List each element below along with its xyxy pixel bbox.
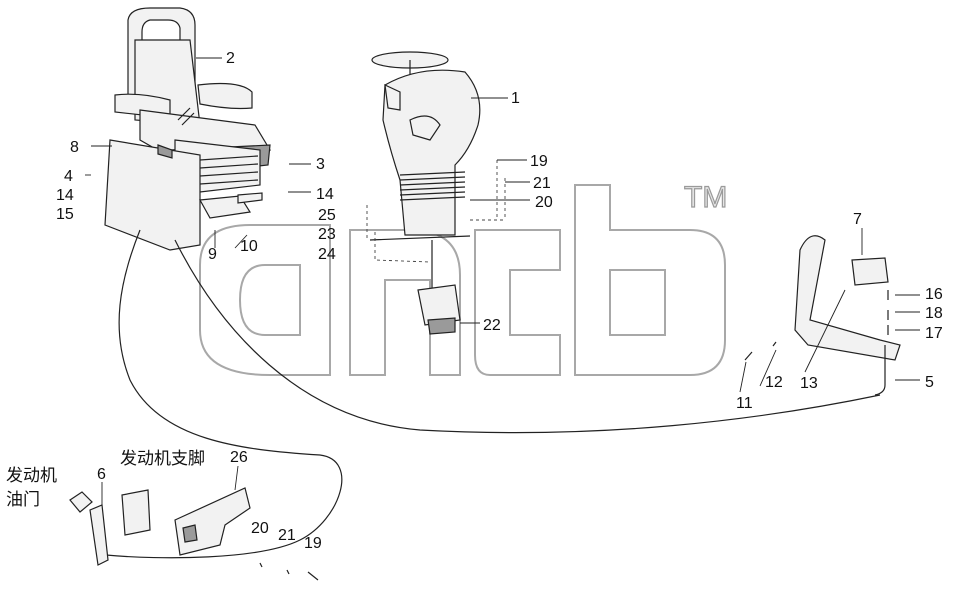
label-throttle: 油门 <box>6 490 40 510</box>
callout-22: 22 <box>483 317 501 334</box>
callout-4: 4 <box>64 168 73 185</box>
callout-3: 3 <box>316 156 325 173</box>
callout-7: 7 <box>853 211 862 228</box>
callout-11: 11 <box>736 395 753 412</box>
callout-14-left: 14 <box>56 187 74 204</box>
callout-5: 5 <box>925 374 934 391</box>
callout-16: 16 <box>925 286 943 303</box>
callout-24: 24 <box>318 246 336 263</box>
throttle-cable-right <box>174 239 881 434</box>
callout-numbers: 2 1 8 3 4 14 15 14 25 23 24 10 9 19 21 2… <box>56 50 943 552</box>
callout-15: 15 <box>56 206 74 223</box>
steering-column <box>366 51 506 335</box>
column-bellows <box>399 171 466 201</box>
callout-26: 26 <box>230 449 248 466</box>
callout-23: 23 <box>318 226 336 243</box>
seat-assembly <box>104 7 271 251</box>
callout-10: 10 <box>240 238 258 255</box>
callout-8: 8 <box>70 139 79 156</box>
label-engine: 发动机 <box>6 466 57 486</box>
leader-lines <box>85 57 920 505</box>
watermark-logo: TM <box>199 180 728 376</box>
callout-13: 13 <box>800 375 818 392</box>
callout-6: 6 <box>97 466 106 483</box>
callout-1: 1 <box>511 90 520 107</box>
callout-21-top: 21 <box>533 175 551 192</box>
callout-9: 9 <box>208 246 217 263</box>
callout-12: 12 <box>765 374 783 391</box>
callout-19-top: 19 <box>530 153 548 170</box>
callout-18: 18 <box>925 305 943 322</box>
callout-25: 25 <box>318 207 336 224</box>
trademark-mark: TM <box>684 181 727 214</box>
callout-14-right: 14 <box>316 186 334 203</box>
callout-17: 17 <box>925 325 943 342</box>
throttle-linkage <box>69 487 319 581</box>
callout-19-bottom: 19 <box>304 535 322 552</box>
callout-20-bottom: 20 <box>251 520 269 537</box>
callout-21-bottom: 21 <box>278 527 296 544</box>
chinese-labels: 发动机 油门 发动机支脚 <box>6 449 205 510</box>
callout-20-top: 20 <box>535 194 553 211</box>
throttle-cable-left <box>105 229 343 559</box>
mounting-bracket <box>744 235 901 396</box>
callout-2: 2 <box>226 50 235 67</box>
label-engine-bracket: 发动机支脚 <box>120 449 205 469</box>
